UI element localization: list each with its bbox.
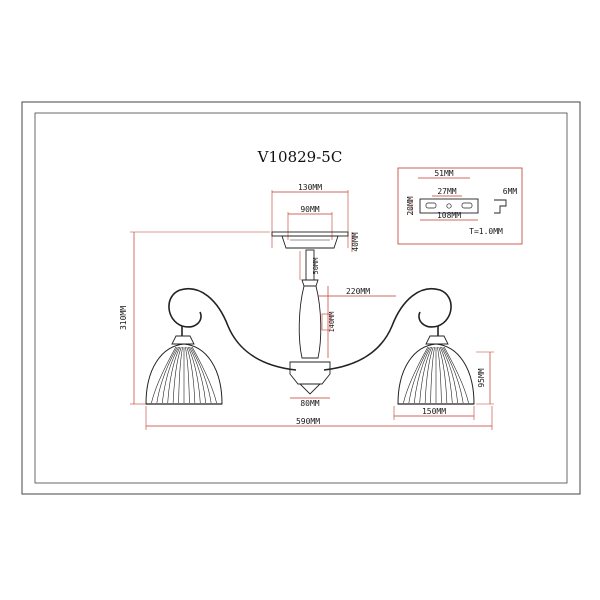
shade-rib [186, 346, 196, 404]
shade-width-label: 150MM [422, 407, 446, 416]
bracket-width-outer-label: 51MM [434, 169, 453, 178]
column-body [298, 285, 322, 359]
right-shade-glass [397, 343, 475, 405]
shade-rib [178, 346, 183, 404]
bracket-width-mid-label: 27MM [437, 187, 456, 196]
shade-rib [161, 346, 179, 404]
bracket-bar [419, 198, 479, 214]
shade-rib [424, 346, 434, 404]
total-height-label: 310MM [119, 306, 128, 330]
left-arm [168, 287, 297, 371]
center-column: 50MM 140MM 80MM [289, 249, 336, 408]
shade-rib [437, 346, 442, 404]
bracket-thickness-label: T=1.0MM [469, 227, 503, 236]
canopy-cup [281, 235, 339, 249]
shade-rib [413, 346, 431, 404]
canopy: 130MM 90MM 40MM [271, 183, 360, 252]
shade-rib [151, 346, 177, 404]
right-shade [397, 335, 475, 405]
shade-rib [403, 346, 429, 404]
bracket-detail-box [397, 167, 523, 245]
shade-rib [439, 346, 453, 404]
shade-rib [442, 346, 464, 404]
shade-rib [419, 346, 433, 404]
central-body [289, 361, 331, 385]
rod-length-label: 50MM [312, 258, 320, 275]
bracket-hole [446, 203, 452, 209]
canopy-width-label: 130MM [298, 183, 322, 192]
inner-frame [34, 112, 568, 484]
bracket-length-label: 108MM [437, 211, 461, 220]
model-title: V10829-5C [257, 148, 343, 166]
canopy-height-label: 40MM [351, 232, 360, 251]
bracket-slot-right [461, 202, 473, 209]
shade-rib [167, 346, 181, 404]
shade-rib [187, 346, 201, 404]
left-shade-glass [145, 343, 223, 405]
right-arm [323, 287, 452, 371]
shade-rib [185, 346, 190, 404]
shade-rib [156, 346, 178, 404]
bracket-profile [494, 199, 507, 214]
body-width-label: 80MM [300, 399, 319, 408]
shade-rib [441, 346, 459, 404]
shade-rib [443, 346, 469, 404]
outer-frame [21, 101, 581, 495]
shade-height-label: 95MM [477, 368, 486, 387]
left-shade [145, 335, 223, 405]
total-width-label: 590MM [296, 417, 320, 426]
canopy-plate [271, 231, 349, 237]
bracket-height-label: 20MM [406, 196, 415, 215]
finial [298, 383, 322, 395]
shade-rib [191, 346, 217, 404]
bracket-slot-left [425, 202, 437, 209]
shade-rib [172, 346, 182, 404]
bracket-detail: 51MM 27MM 108MM 20MM 6MM T=1.0MM [397, 167, 523, 245]
column-length-label: 140MM [328, 311, 336, 332]
arm-spread-label: 220MM [346, 287, 370, 296]
shade-rib [430, 346, 435, 404]
arms: 220MM [168, 287, 452, 371]
shade-rib [408, 346, 430, 404]
shade-rib [189, 346, 207, 404]
shade-rib [190, 346, 212, 404]
canopy-inner-label: 90MM [300, 205, 319, 214]
shade-rib [438, 346, 448, 404]
bracket-depth-label: 6MM [503, 187, 518, 196]
